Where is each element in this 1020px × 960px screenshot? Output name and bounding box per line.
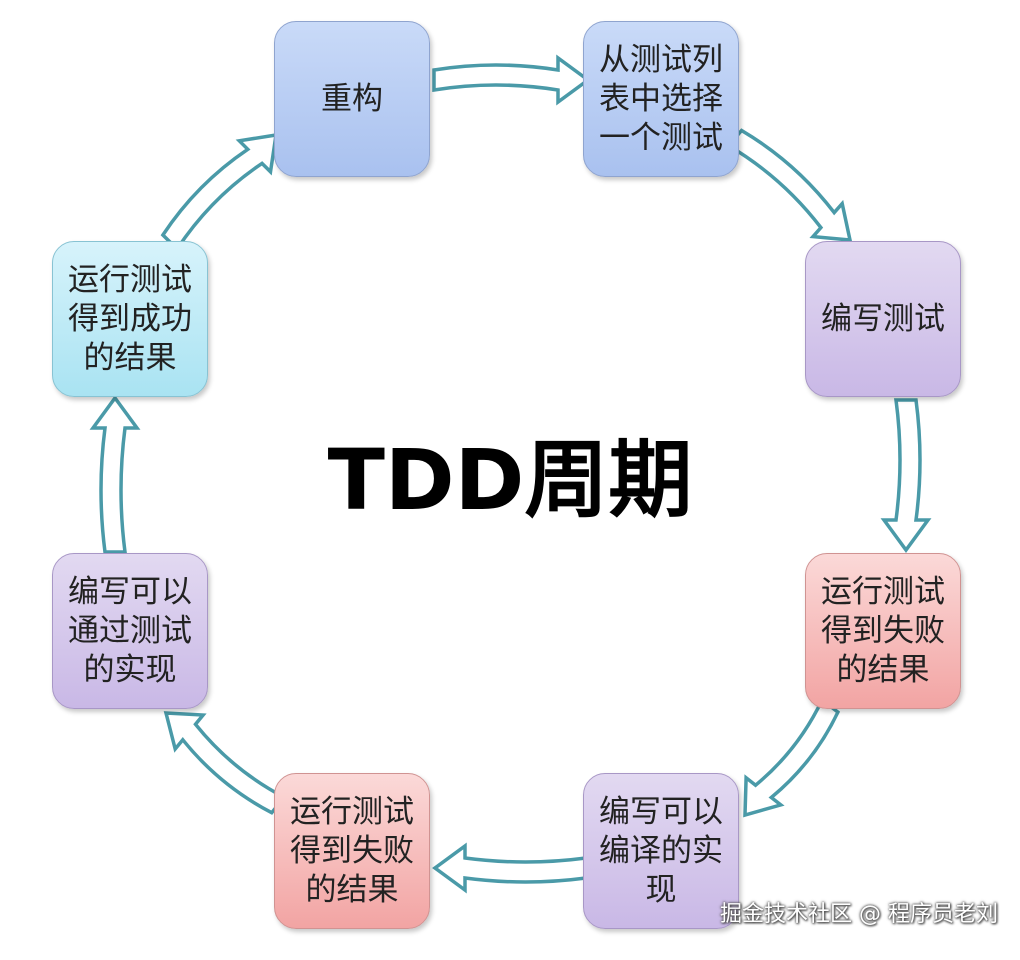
step-run-fail-2: 运行测试 得到失败 的结果 <box>274 773 430 929</box>
arrow-impl-to-pass <box>89 395 141 554</box>
step-run-fail-1: 运行测试 得到失败 的结果 <box>805 553 961 709</box>
step-write-passing: 编写可以 通过测试 的实现 <box>52 553 208 709</box>
arrow-fail2-to-impl <box>163 711 288 815</box>
arrow-pick-to-write <box>725 128 853 242</box>
arrow-refactor-to-pick <box>432 54 591 106</box>
step-write-compilable: 编写可以 编译的实 现 <box>583 773 739 929</box>
arrow-fail1-to-compile <box>743 697 841 818</box>
step-pick-test: 从测试列 表中选择 一个测试 <box>583 21 739 177</box>
diagram-title: TDD周期 <box>327 431 693 529</box>
step-run-pass: 运行测试 得到成功 的结果 <box>52 241 208 397</box>
arrow-compile-to-fail2 <box>432 842 588 894</box>
arrow-write-to-fail1 <box>880 398 932 553</box>
step-refactor: 重构 <box>274 21 430 177</box>
watermark: 掘金技术社区 @ 程序员老刘 <box>720 902 998 927</box>
step-write-test: 编写测试 <box>805 241 961 397</box>
arrow-pass-to-refactor <box>160 132 279 252</box>
